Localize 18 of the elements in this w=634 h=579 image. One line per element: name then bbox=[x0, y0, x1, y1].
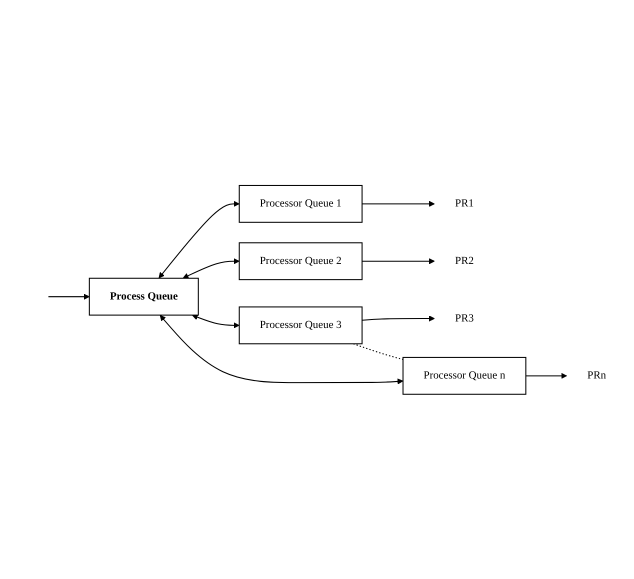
arrow bbox=[182, 258, 240, 278]
queue-box: Processor Queue 1 bbox=[238, 184, 363, 222]
output-label: PR3 bbox=[455, 312, 474, 324]
arrow bbox=[160, 314, 404, 384]
arrow bbox=[526, 372, 568, 378]
arrow bbox=[158, 200, 240, 278]
queue-box: Processor Queue 3 bbox=[238, 306, 363, 344]
queue-box: Process Queue bbox=[88, 277, 199, 316]
arrow bbox=[362, 200, 435, 206]
output-label: PR2 bbox=[455, 254, 474, 266]
output-label: PRn bbox=[587, 369, 606, 381]
output-label: PR1 bbox=[455, 197, 474, 209]
arrow bbox=[362, 258, 435, 264]
queue-box: Processor Queue n bbox=[402, 356, 526, 394]
arrow bbox=[48, 293, 90, 300]
queue-box: Processor Queue 2 bbox=[238, 242, 363, 280]
arrow bbox=[362, 315, 435, 322]
arrow bbox=[192, 314, 240, 328]
